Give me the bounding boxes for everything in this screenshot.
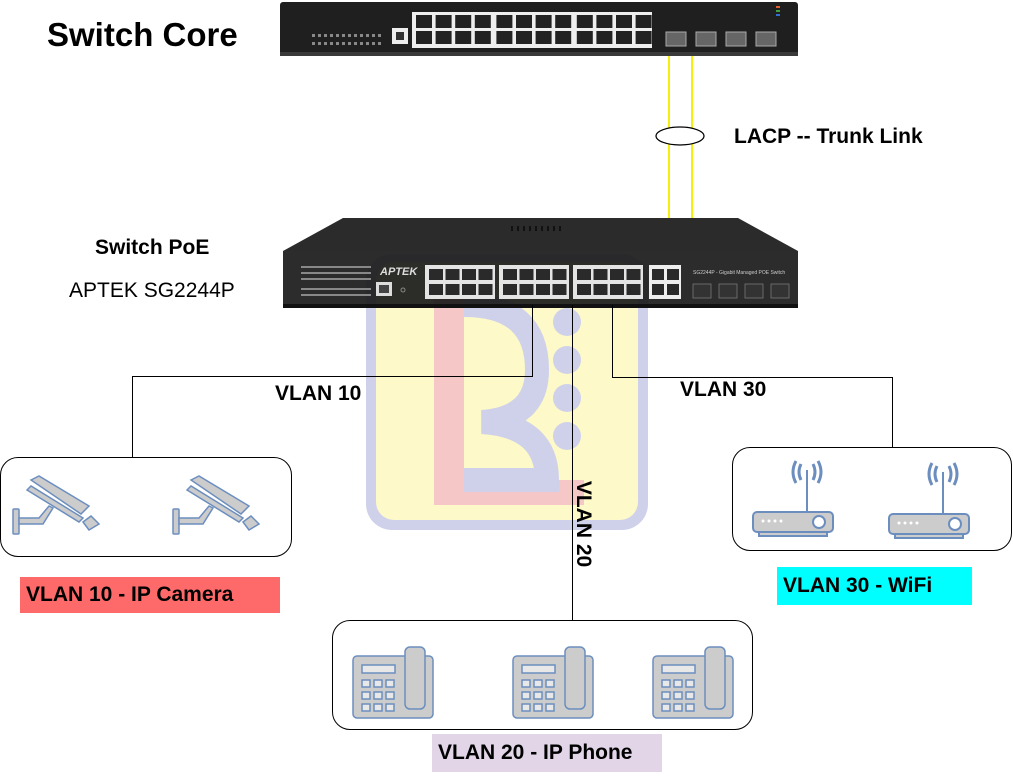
lacp-trunk-label: LACP -- Trunk Link xyxy=(734,125,923,148)
vlan10-wire-drop xyxy=(532,305,533,377)
lacp-bundle-ellipse xyxy=(655,126,705,146)
vlan10-line-label: VLAN 10 xyxy=(275,382,362,405)
poe-switch-port xyxy=(593,269,608,280)
ip-camera-icon xyxy=(169,475,261,541)
poe-switch-port xyxy=(519,284,534,295)
poe-switch-port xyxy=(429,269,443,280)
core-switch-label: Switch Core xyxy=(47,16,238,53)
ip-phone-icon xyxy=(512,646,597,724)
poe-switch-port xyxy=(445,269,460,280)
poe-switch-model: APTEK SG2244P xyxy=(69,279,235,302)
poe-switch-port xyxy=(536,269,550,280)
poe-switch-port xyxy=(577,269,591,280)
core-switch-port xyxy=(555,15,572,28)
poe-switch-port xyxy=(577,284,591,295)
poe-switch-port xyxy=(610,284,624,295)
wifi-router-icon xyxy=(887,460,971,545)
vlan10-wire-to-group xyxy=(132,376,133,458)
poe-switch-port xyxy=(536,284,550,295)
ip-camera-icon xyxy=(9,475,101,541)
poe-switch-port xyxy=(445,284,460,295)
core-switch-port xyxy=(555,31,572,44)
poe-switch-device: APTEK SG2244P - Gigabit Managed POE Swit… xyxy=(283,218,798,308)
vlan20-tag: VLAN 20 - IP Phone xyxy=(432,734,662,772)
brand-logo: APTEK xyxy=(379,266,418,278)
core-switch-port xyxy=(535,15,552,28)
core-switch-port xyxy=(535,31,552,44)
core-switch-port xyxy=(635,15,652,28)
poe-switch-port xyxy=(519,269,534,280)
core-switch-port xyxy=(416,31,432,44)
core-switch-port xyxy=(496,15,513,28)
core-switch-port xyxy=(435,15,452,28)
poe-switch-uplink-port xyxy=(667,269,679,280)
core-switch-port xyxy=(596,15,613,28)
core-switch-port xyxy=(616,31,632,44)
poe-switch-port xyxy=(552,269,567,280)
core-switch-device xyxy=(280,2,798,56)
core-switch-port xyxy=(616,15,632,28)
vlan20-device-group xyxy=(332,620,753,730)
poe-switch-uplink-port xyxy=(652,269,664,280)
core-switch-port xyxy=(596,31,613,44)
poe-switch-port xyxy=(462,269,476,280)
ip-phone-icon xyxy=(352,646,437,724)
vlan30-wire-drop xyxy=(612,305,613,377)
vlan30-tag: VLAN 30 - WiFi xyxy=(777,567,972,605)
vlan10-device-group xyxy=(0,457,292,557)
core-switch-port xyxy=(576,15,593,28)
ip-phone-icon xyxy=(652,646,737,724)
poe-switch-port xyxy=(478,284,493,295)
vlan10-tag: VLAN 10 - IP Camera xyxy=(20,577,280,613)
poe-switch-port xyxy=(478,269,493,280)
core-switch-graphic xyxy=(280,2,798,56)
poe-switch-port xyxy=(626,269,641,280)
core-switch-port xyxy=(635,31,652,44)
core-switch-port xyxy=(416,15,432,28)
poe-switch-uplink-port xyxy=(652,284,664,295)
poe-switch-port xyxy=(462,284,476,295)
core-switch-port xyxy=(474,15,491,28)
core-switch-port xyxy=(496,31,513,44)
poe-switch-port xyxy=(503,269,517,280)
core-switch-port xyxy=(455,15,472,28)
poe-switch-port xyxy=(429,284,443,295)
poe-switch-port xyxy=(503,284,517,295)
poe-switch-port xyxy=(626,284,641,295)
vlan20-wire xyxy=(572,305,573,621)
poe-switch-port xyxy=(610,269,624,280)
poe-switch-port xyxy=(593,284,608,295)
core-switch-port xyxy=(516,31,532,44)
core-switch-port xyxy=(576,31,593,44)
vlan30-wire-horizontal xyxy=(612,377,893,378)
poe-front-label: SG2244P - Gigabit Managed POE Switch xyxy=(693,270,785,276)
vlan30-line-label: VLAN 30 xyxy=(680,378,767,401)
core-switch-port xyxy=(516,15,532,28)
core-switch-port xyxy=(474,31,491,44)
core-switch-port xyxy=(455,31,472,44)
poe-switch-graphic: APTEK SG2244P - Gigabit Managed POE Swit… xyxy=(283,218,798,308)
vlan30-device-group xyxy=(732,447,1012,551)
vlan20-line-label: VLAN 20 xyxy=(572,480,596,568)
vlan10-wire-horizontal xyxy=(132,376,533,377)
core-switch-port xyxy=(435,31,452,44)
poe-switch-title: Switch PoE xyxy=(95,236,210,259)
poe-switch-port xyxy=(552,284,567,295)
wifi-router-icon xyxy=(751,458,835,543)
poe-switch-uplink-port xyxy=(667,284,679,295)
vlan30-wire-to-group xyxy=(892,377,893,448)
